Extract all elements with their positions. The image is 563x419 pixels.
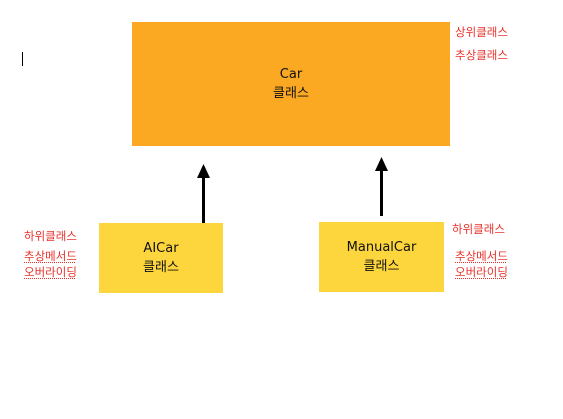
subclass-aicar-kind: 클래스 <box>143 260 179 275</box>
manualcar-role-label: 하위클래스 <box>452 222 505 236</box>
superclass-car-text: Car 클래스 <box>273 65 309 103</box>
text-cursor <box>22 52 23 66</box>
subclass-aicar-text: AICar 클래스 <box>143 239 179 277</box>
superclass-name: Car <box>279 67 303 82</box>
superclass-car-box: Car 클래스 <box>132 22 450 146</box>
superclass-abstract-label: 추상클래스 <box>455 48 508 62</box>
superclass-kind: 클래스 <box>273 86 309 101</box>
subclass-manualcar-name: ManualCar <box>346 240 417 255</box>
subclass-aicar-name: AICar <box>143 241 179 256</box>
aicar-override-label: 오버라이딩 <box>24 265 77 279</box>
superclass-role-label: 상위클래스 <box>455 25 508 39</box>
subclass-aicar-box: AICar 클래스 <box>99 223 223 293</box>
subclass-manualcar-box: ManualCar 클래스 <box>319 222 444 292</box>
subclass-manualcar-kind: 클래스 <box>363 259 400 274</box>
manualcar-method-label: 추상메서드 <box>455 249 508 263</box>
arrow-manualcar-to-car-head <box>375 157 388 171</box>
subclass-manualcar-text: ManualCar 클래스 <box>347 238 417 276</box>
manualcar-override-label: 오버라이딩 <box>455 265 508 279</box>
aicar-role-label: 하위클래스 <box>24 229 77 243</box>
aicar-method-label: 추상메서드 <box>24 249 77 263</box>
arrow-aicar-to-car-head <box>197 164 210 178</box>
